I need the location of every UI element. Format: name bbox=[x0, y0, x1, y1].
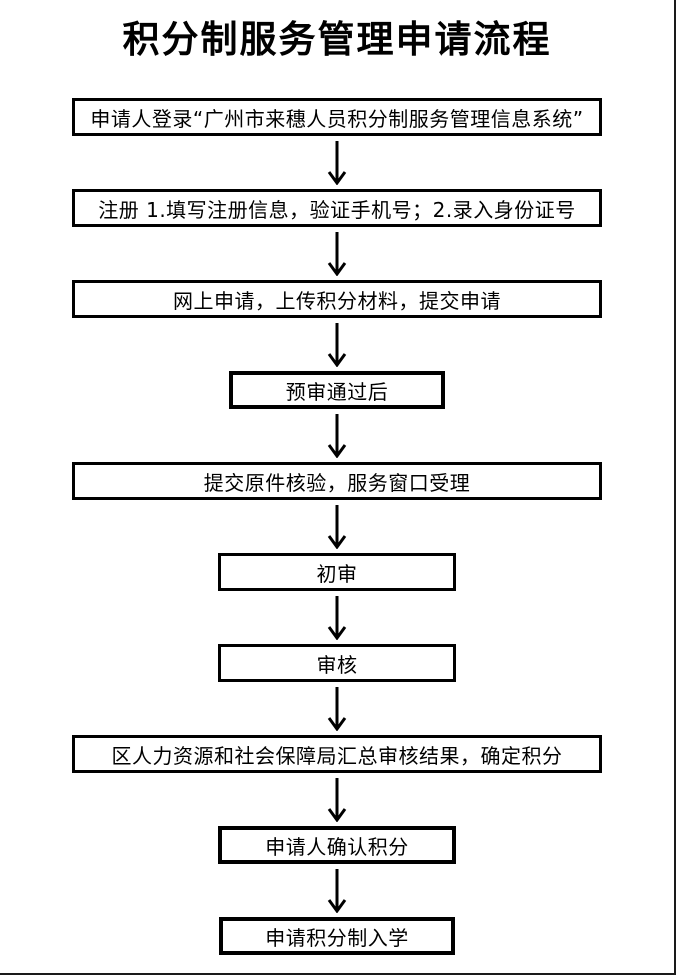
down-arrow-icon bbox=[324, 591, 350, 644]
page-title: 积分制服务管理申请流程 bbox=[122, 17, 552, 61]
flow-step-pre-approval: 预审通过后 bbox=[229, 371, 445, 409]
flow-step-applicant-confirm: 申请人确认积分 bbox=[218, 826, 456, 864]
down-arrow-icon bbox=[324, 864, 350, 917]
flowchart: 申请人登录“广州市来穗人员积分制服务管理信息系统” 注册 1.填写注册信息，验证… bbox=[0, 98, 674, 955]
flow-step-first-review: 初审 bbox=[218, 553, 456, 591]
flow-step-register: 注册 1.填写注册信息，验证手机号；2.录入身份证号 bbox=[72, 189, 602, 227]
down-arrow-icon bbox=[324, 318, 350, 371]
flow-step-review: 审核 bbox=[218, 644, 456, 682]
flow-step-window-accept: 提交原件核验，服务窗口受理 bbox=[72, 462, 602, 500]
flow-step-bureau-confirm-score: 区人力资源和社会保障局汇总审核结果，确定积分 bbox=[72, 735, 602, 773]
down-arrow-icon bbox=[324, 227, 350, 280]
down-arrow-icon bbox=[324, 682, 350, 735]
down-arrow-icon bbox=[324, 773, 350, 826]
flow-step-login: 申请人登录“广州市来穗人员积分制服务管理信息系统” bbox=[72, 98, 602, 136]
down-arrow-icon bbox=[324, 409, 350, 462]
flow-step-online-apply: 网上申请，上传积分材料，提交申请 bbox=[72, 280, 602, 318]
down-arrow-icon bbox=[324, 500, 350, 553]
down-arrow-icon bbox=[324, 136, 350, 189]
flow-step-apply-enrollment: 申请积分制入学 bbox=[219, 917, 455, 955]
